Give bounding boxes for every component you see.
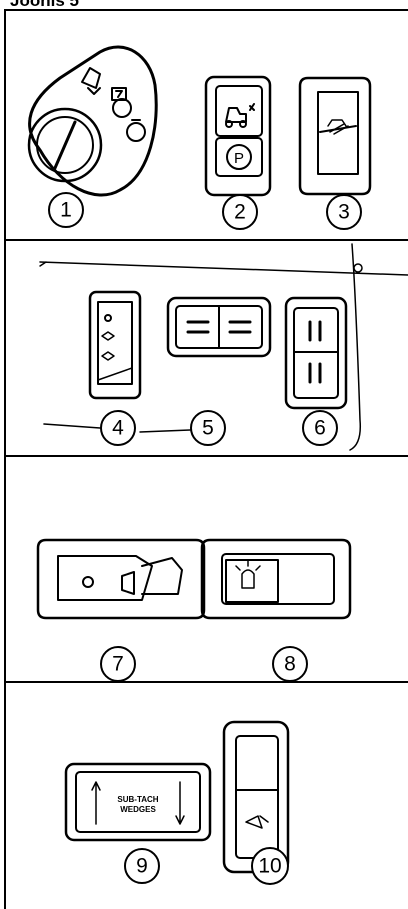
- parking-brake-icon: P: [227, 145, 251, 169]
- callout-5: 5: [191, 411, 225, 445]
- rocker-switch-6: [286, 298, 346, 408]
- svg-text:7: 7: [112, 653, 124, 676]
- svg-text:9: 9: [136, 855, 148, 878]
- svg-text:6: 6: [314, 417, 326, 440]
- preheat-symbol-icon: [82, 68, 100, 94]
- svg-text:3: 3: [338, 201, 350, 224]
- beacon-switch-8: [202, 540, 350, 618]
- rocker-switch-3: [300, 78, 370, 194]
- callout-8: 8: [273, 647, 307, 681]
- parking-brake-switch: P: [206, 77, 270, 195]
- work-light-icon: [328, 120, 348, 134]
- callout-7: 7: [101, 647, 135, 681]
- callout-4: 4: [101, 411, 135, 445]
- svg-text:10: 10: [258, 855, 281, 878]
- rocker-switch-4: [90, 292, 140, 398]
- svg-text:2: 2: [234, 201, 246, 224]
- beacon-icon: [236, 560, 260, 588]
- svg-text:1: 1: [60, 199, 72, 222]
- dual-switch-5: [168, 298, 270, 356]
- svg-text:8: 8: [284, 653, 296, 676]
- svg-text:4: 4: [112, 417, 124, 440]
- callout-6: 6: [303, 411, 337, 445]
- start-symbol-icon: [127, 120, 145, 141]
- switch9-line2: WEDGES: [120, 805, 156, 814]
- callout-2: 2: [223, 195, 257, 229]
- callout-10: 10: [252, 848, 288, 884]
- callout-1: 1: [49, 193, 83, 227]
- ignition-key-switch: [29, 47, 156, 195]
- svg-text:P: P: [234, 150, 244, 167]
- switch9-line1: SUB-TACH: [117, 795, 158, 804]
- run-symbol-icon: [112, 88, 131, 117]
- horn-switch-7: [38, 540, 204, 618]
- svg-text:5: 5: [202, 417, 214, 440]
- sub-tach-wedges-switch-9: SUB-TACH WEDGES: [66, 764, 210, 840]
- horn-icon: [122, 572, 134, 594]
- callout-3: 3: [327, 195, 361, 229]
- attachment-tilt-icon: [246, 816, 268, 828]
- callout-9: 9: [125, 849, 159, 883]
